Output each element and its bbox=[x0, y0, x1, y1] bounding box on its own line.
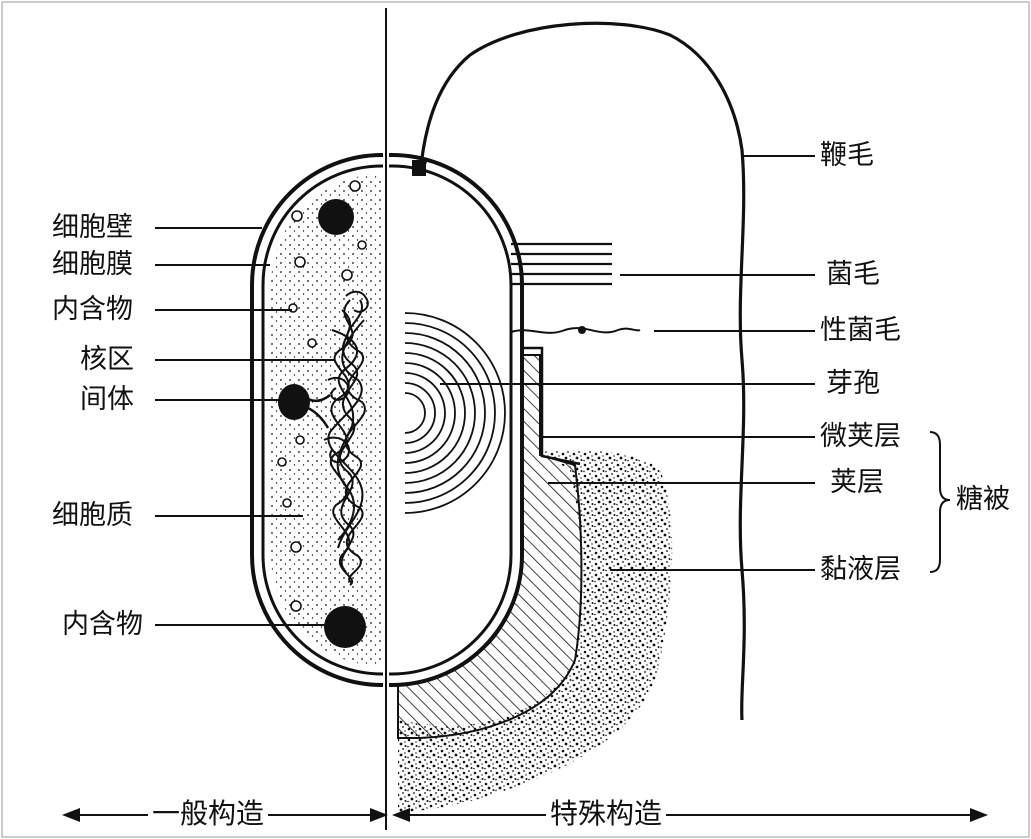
label-cell-wall: 细胞壁 bbox=[52, 212, 133, 243]
label-inclusion-bottom: 内含物 bbox=[62, 609, 143, 640]
flagellum-base bbox=[412, 160, 426, 176]
label-spore: 芽孢 bbox=[826, 368, 880, 399]
sex-pilus-knob bbox=[578, 326, 586, 334]
cell-membrane-right bbox=[389, 164, 513, 676]
label-inclusion-top: 内含物 bbox=[52, 294, 133, 325]
label-cell-membrane: 细胞膜 bbox=[52, 249, 133, 280]
spore bbox=[404, 312, 506, 514]
mesosome bbox=[278, 384, 310, 420]
label-capsule: 荚层 bbox=[830, 467, 884, 498]
glycocalyx-brace bbox=[929, 431, 951, 573]
leader-lines bbox=[155, 155, 815, 626]
microcapsule-layer bbox=[512, 346, 581, 466]
sex-pilus bbox=[510, 327, 641, 334]
label-glycocalyx: 糖被 bbox=[956, 484, 1010, 515]
pili bbox=[511, 242, 612, 286]
label-flagellum: 鞭毛 bbox=[820, 140, 874, 171]
label-microcapsule: 微荚层 bbox=[820, 421, 901, 452]
label-nuclear-region: 核区 bbox=[80, 344, 134, 375]
special-structure-half bbox=[389, 21, 746, 812]
label-mesosome: 间体 bbox=[80, 384, 134, 415]
label-pili: 菌毛 bbox=[826, 259, 880, 290]
label-sex-pilus: 性菌毛 bbox=[820, 315, 901, 346]
label-general-structure: 一般构造 bbox=[148, 800, 269, 828]
mesosome-link bbox=[305, 394, 331, 429]
general-structure-half bbox=[250, 153, 383, 687]
slime-layer bbox=[398, 450, 673, 812]
label-special-structure: 特殊构造 bbox=[546, 800, 667, 828]
nuclear-region bbox=[323, 290, 369, 586]
inclusion-body-bottom bbox=[324, 606, 366, 648]
inclusion-body-top bbox=[318, 199, 354, 235]
label-slime-layer: 黏液层 bbox=[820, 554, 901, 585]
label-cytoplasm: 细胞质 bbox=[52, 500, 133, 531]
granules bbox=[277, 180, 367, 612]
